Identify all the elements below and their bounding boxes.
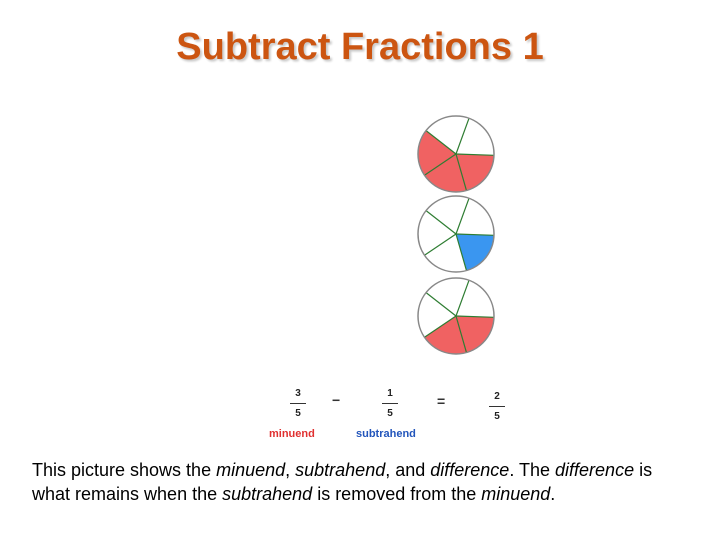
pie-outline — [417, 277, 495, 355]
pie-divider — [455, 315, 494, 318]
minuend-pie — [417, 115, 495, 193]
difference-pie — [417, 277, 495, 355]
desc-text: is removed from the — [312, 484, 482, 504]
desc-term-difference: difference — [555, 460, 635, 480]
pie-divider — [425, 292, 457, 317]
fraction-bar — [290, 403, 306, 404]
page-title: Subtract Fractions 1 — [176, 26, 544, 68]
pie-divider — [455, 198, 470, 235]
desc-text: , — [285, 460, 296, 480]
pie-slice — [456, 280, 494, 318]
pie-slice — [456, 118, 494, 156]
desc-term-subtrahend: subtrahend — [222, 484, 313, 504]
desc-term-minuend: minuend — [216, 460, 286, 480]
pie-slice — [424, 234, 467, 272]
pie-slice — [418, 210, 456, 256]
pie-outline — [417, 195, 495, 273]
pie-slice — [426, 116, 469, 154]
pie-slice — [418, 292, 456, 338]
pie-divider — [455, 315, 468, 353]
pie-stack — [414, 112, 498, 355]
pie-divider — [424, 315, 457, 338]
pie-outline — [417, 115, 495, 193]
difference-fraction: 2 5 — [487, 391, 507, 423]
pie-divider — [424, 153, 457, 176]
subtrahend-numerator: 1 — [387, 388, 393, 399]
pie-slice — [426, 278, 469, 316]
desc-term-subtrahend: subtrahend — [295, 460, 386, 480]
desc-text: is what remains when the — [32, 460, 653, 504]
pie-divider — [455, 233, 494, 236]
pie-slice — [456, 316, 494, 353]
description-text: This picture shows the minuend, subtrahe… — [32, 458, 692, 506]
minuend-numerator: 3 — [295, 388, 301, 399]
pie-divider — [425, 210, 457, 235]
subtrahend-fraction: 1 5 — [380, 388, 400, 420]
minus-sign: − — [332, 392, 341, 408]
desc-text: , and — [385, 460, 431, 480]
desc-term-minuend: minuend — [481, 484, 551, 504]
subtrahend-label: subtrahend — [356, 428, 416, 440]
pie-divider — [455, 280, 470, 317]
desc-term-difference: difference — [430, 460, 510, 480]
desc-text: . — [550, 484, 556, 504]
pie-slice — [456, 198, 494, 236]
pie-divider — [424, 233, 457, 256]
difference-denominator: 5 — [494, 411, 500, 422]
desc-text: This picture shows the — [32, 460, 217, 480]
pie-divider — [455, 153, 468, 191]
equals-sign: = — [437, 393, 446, 409]
pie-divider — [455, 118, 470, 155]
pie-divider — [455, 233, 468, 271]
fraction-bar — [382, 403, 398, 404]
subtrahend-denominator: 5 — [387, 408, 393, 419]
minuend-label: minuend — [269, 428, 315, 440]
subtrahend-pie — [417, 195, 495, 273]
pie-slice — [456, 154, 494, 191]
pie-divider — [455, 153, 494, 156]
pie-slice — [418, 130, 456, 176]
pie-slice — [426, 196, 469, 234]
pie-divider — [425, 130, 457, 155]
pie-slice — [424, 316, 467, 354]
minuend-fraction: 3 5 — [288, 388, 308, 420]
difference-numerator: 2 — [494, 391, 500, 402]
pie-slice — [456, 234, 494, 271]
fraction-bar — [489, 406, 505, 407]
pie-slice — [424, 154, 467, 192]
minuend-denominator: 5 — [295, 408, 301, 419]
desc-text: . The — [509, 460, 556, 480]
